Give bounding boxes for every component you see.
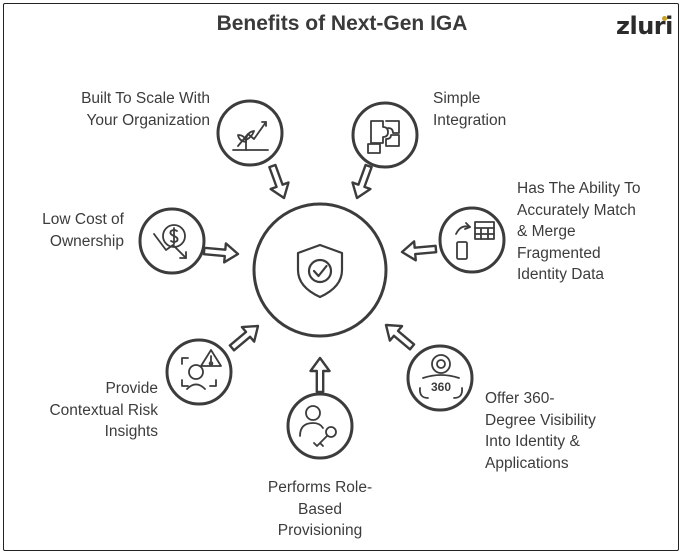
360-view-icon (419, 354, 463, 399)
arrow-360 (378, 316, 420, 356)
node-risk (165, 338, 233, 406)
label-risk: Provide Contextual Risk Insights (49, 380, 158, 440)
label-provisioning: Performs Role- Based Provisioning (267, 479, 373, 539)
logo-accent-dot (662, 16, 667, 21)
label-cost: Low Cost of Ownership (42, 211, 124, 250)
cost-down-dollar-icon (153, 224, 187, 259)
arrow-cost (201, 240, 241, 265)
label-identity-data: Has The Ability To Accurately Match & Me… (517, 180, 641, 283)
node-scale (216, 99, 284, 167)
node-cost (138, 207, 206, 275)
label-scale: Built To Scale With Your Organization (81, 90, 210, 129)
node-identity-data (438, 206, 506, 274)
arrow-integration (346, 161, 380, 203)
arrow-provisioning (309, 356, 331, 394)
risk-warning-scan-icon (181, 349, 222, 390)
puzzle-integration-icon (367, 120, 400, 154)
center-hub (252, 202, 388, 338)
node-provisioning (286, 392, 354, 460)
arrow-risk (224, 317, 266, 357)
arrow-scale (261, 161, 295, 203)
label-360: Offer 360- Degree Visibility Into Identi… (485, 390, 596, 472)
shield-check-icon (296, 243, 344, 299)
node-360: 360 (406, 344, 474, 412)
page-title: Benefits of Next-Gen IGA (216, 12, 468, 35)
label-integration: Simple Integration (433, 90, 507, 129)
calendar-sync-device-icon (455, 221, 495, 260)
user-key-icon (299, 405, 337, 447)
growth-chart-plant-icon (232, 121, 269, 151)
diagram-frame (3, 3, 679, 551)
svg-text:360: 360 (431, 380, 451, 394)
node-integration (351, 101, 419, 169)
arrow-identity-data (399, 238, 439, 263)
